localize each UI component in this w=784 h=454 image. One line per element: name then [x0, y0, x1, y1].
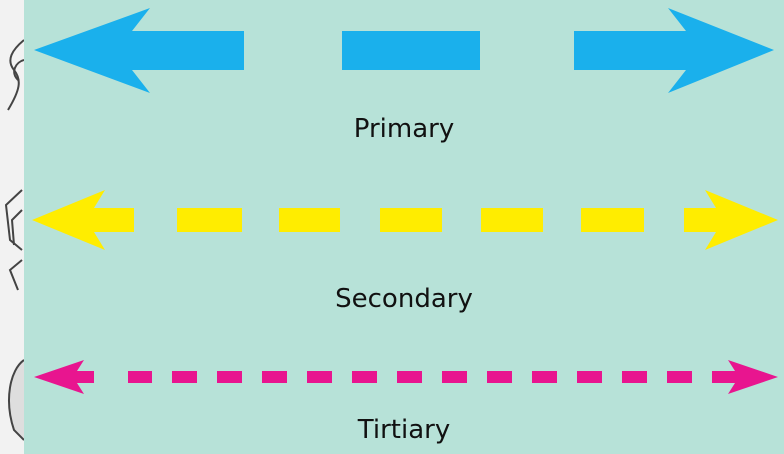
secondary-arrowhead-left: [32, 190, 134, 250]
primary-arrowhead-right: [574, 8, 774, 93]
tertiary-dash: [577, 371, 602, 383]
tertiary-dash: [172, 371, 197, 383]
secondary-dash: [581, 208, 644, 232]
primary-dash: [342, 31, 480, 70]
secondary-label: Secondary: [335, 284, 473, 314]
secondary-dash: [279, 208, 340, 232]
tertiary-dash: [217, 371, 242, 383]
sketch-fragment-icon: [4, 39, 25, 441]
tertiary-dash: [262, 371, 287, 383]
secondary-dash: [481, 208, 543, 232]
primary-arrowhead-left: [34, 8, 244, 93]
tertiary-dash: [532, 371, 557, 383]
tertiary-dash: [397, 371, 422, 383]
left-illustration-strip: [0, 0, 25, 454]
tertiary-arrowhead-right: [712, 360, 778, 394]
tertiary-dash: [667, 371, 692, 383]
secondary-dash: [177, 208, 242, 232]
tertiary-label: Tirtiary: [357, 415, 451, 445]
tertiary-dash: [352, 371, 377, 383]
tertiary-dash: [622, 371, 647, 383]
secondary-dash: [380, 208, 442, 232]
primary-route-arrow: [34, 8, 774, 93]
tertiary-dash: [128, 371, 152, 383]
tertiary-dash: [487, 371, 512, 383]
tertiary-arrowhead-left: [34, 360, 94, 394]
tertiary-dash: [307, 371, 332, 383]
tertiary-dash: [442, 371, 467, 383]
tertiary-route-arrow: [34, 360, 778, 394]
secondary-arrowhead-right: [684, 190, 778, 250]
primary-label: Primary: [353, 114, 455, 144]
secondary-route-arrow: [32, 190, 778, 250]
